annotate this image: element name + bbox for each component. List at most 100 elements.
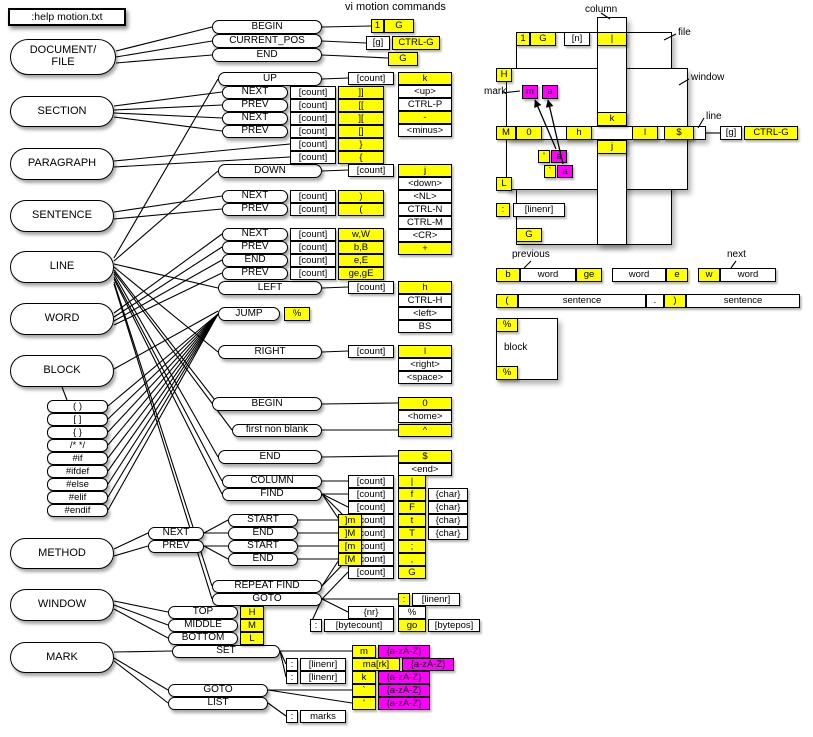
key-percent-block-bottom: %	[496, 366, 518, 380]
left: LEFT	[218, 281, 322, 295]
key-m-set: m	[352, 645, 376, 658]
key-word-next: w,W	[338, 228, 384, 241]
key-dollar: $	[398, 450, 452, 463]
arg-mark-5: {a-zA-Z}	[378, 697, 430, 710]
next-section-1: NEXT	[222, 86, 288, 99]
char-arg-2: {char}	[428, 501, 468, 514]
bracket-else: #else	[47, 478, 108, 491]
colon-k: :	[286, 671, 298, 684]
prev-section-2: PREV	[222, 125, 288, 138]
key-ge-prev: ge	[576, 268, 602, 282]
column-motion: COLUMN	[222, 475, 322, 488]
key-zero-right: 0	[516, 126, 542, 140]
key-method-next-end: ]M	[338, 527, 362, 540]
key-word-prev: b,B	[338, 241, 384, 254]
key-h-right: h	[566, 126, 592, 140]
word-box-1: word	[520, 268, 576, 282]
key-minus: -	[398, 111, 452, 124]
method-start-1: START	[228, 514, 298, 527]
key-caret: ^	[398, 424, 452, 437]
count-left: [count]	[348, 281, 394, 294]
mark-goto: GOTO	[168, 684, 268, 697]
word: WORD	[10, 303, 114, 335]
count-word-2: [count]	[290, 241, 336, 254]
key-f: f	[398, 488, 426, 501]
current-pos: CURRENT_POS	[212, 34, 322, 48]
count-sec-3: [count]	[290, 112, 336, 125]
key-next-sentence: )	[338, 190, 384, 203]
mark-a-quote: a	[551, 150, 567, 163]
count-par-1: [count]	[290, 138, 336, 151]
count-sen-1: [count]	[290, 190, 336, 203]
mark-m: m	[522, 85, 538, 99]
key-H-right: H	[496, 68, 512, 82]
key-t: t	[398, 514, 426, 527]
alt-space: <space>	[398, 371, 452, 384]
key-L-right: L	[496, 177, 512, 191]
opt-g-prefix: [g]	[366, 36, 390, 50]
key-semicolon: ;	[398, 540, 426, 553]
first-non-blank: first non blank	[232, 424, 322, 437]
next-section-2: NEXT	[222, 112, 288, 125]
mark-a: a	[542, 85, 558, 99]
method: METHOD	[10, 538, 114, 569]
key-dollar-right: $	[664, 126, 694, 140]
key-M: M	[240, 619, 264, 632]
key-prev-paragraph: {	[338, 151, 384, 164]
prev-end-word: PREV	[222, 267, 288, 280]
key-l-right: l	[632, 126, 658, 140]
alt-up: <up>	[398, 85, 452, 98]
colon-ma: :	[286, 658, 298, 671]
count-right: [count]	[348, 345, 394, 358]
method-prev: PREV	[148, 540, 204, 553]
bracket-comment: /* */	[47, 439, 108, 452]
char-arg-3: {char}	[428, 514, 468, 527]
mark: MARK	[10, 642, 114, 673]
key-sentence-prev: (	[496, 294, 518, 308]
key-method-next-start: ]m	[338, 514, 362, 527]
key-ctrl-g: CTRL-G	[392, 36, 440, 50]
window-top: TOP	[168, 606, 238, 619]
count-find-1: [count]	[348, 488, 394, 501]
key-word-prev-end: ge,gE	[338, 267, 384, 280]
key-plus: +	[398, 242, 452, 255]
alt-ctrl-p: CTRL-P	[398, 98, 452, 111]
dot-box: .	[646, 294, 664, 308]
mark-list: LIST	[168, 697, 268, 710]
arg-mark-2: {a-zA-Z}	[402, 658, 454, 671]
key-prev-sentence: (	[338, 203, 384, 216]
prev-sentence: PREV	[222, 203, 288, 216]
key-G-goto: G	[398, 566, 426, 579]
key-bar-right: |	[597, 32, 627, 46]
key-G-file-end: G	[388, 52, 418, 66]
key-G-right-bottom: G	[516, 228, 542, 242]
count-word-4: [count]	[290, 267, 336, 280]
key-ma-rk: ma[rk]	[352, 658, 400, 671]
lbl-block: block	[504, 342, 528, 353]
end-file: END	[212, 48, 322, 62]
alt-left: <left>	[398, 307, 452, 320]
prev-word: PREV	[222, 241, 288, 254]
key-percent-goto: %	[398, 606, 426, 619]
key-F: F	[398, 501, 426, 514]
arg-n: [n]	[564, 32, 590, 46]
key-w-next: w	[698, 268, 720, 282]
find: FIND	[222, 488, 322, 501]
alt-bs: BS	[398, 320, 452, 333]
key-G-right-top: G	[530, 32, 556, 46]
bracket-square: [ ]	[47, 413, 108, 426]
key-M-right: M	[496, 126, 516, 140]
key-j-right: j	[597, 140, 627, 154]
count-par-2: [count]	[290, 151, 336, 164]
key-b-prev: b	[496, 268, 520, 282]
key-prev-section: [[	[338, 99, 384, 112]
method-next: NEXT	[148, 527, 204, 540]
method-end-2: END	[228, 553, 298, 566]
key-one-file: 1	[371, 19, 384, 33]
alt-cr: <CR>	[398, 229, 452, 242]
bracket-elif: #elif	[47, 491, 108, 504]
word-box-3: word	[720, 268, 776, 282]
section: SECTION	[10, 96, 114, 127]
key-H: H	[240, 606, 264, 619]
